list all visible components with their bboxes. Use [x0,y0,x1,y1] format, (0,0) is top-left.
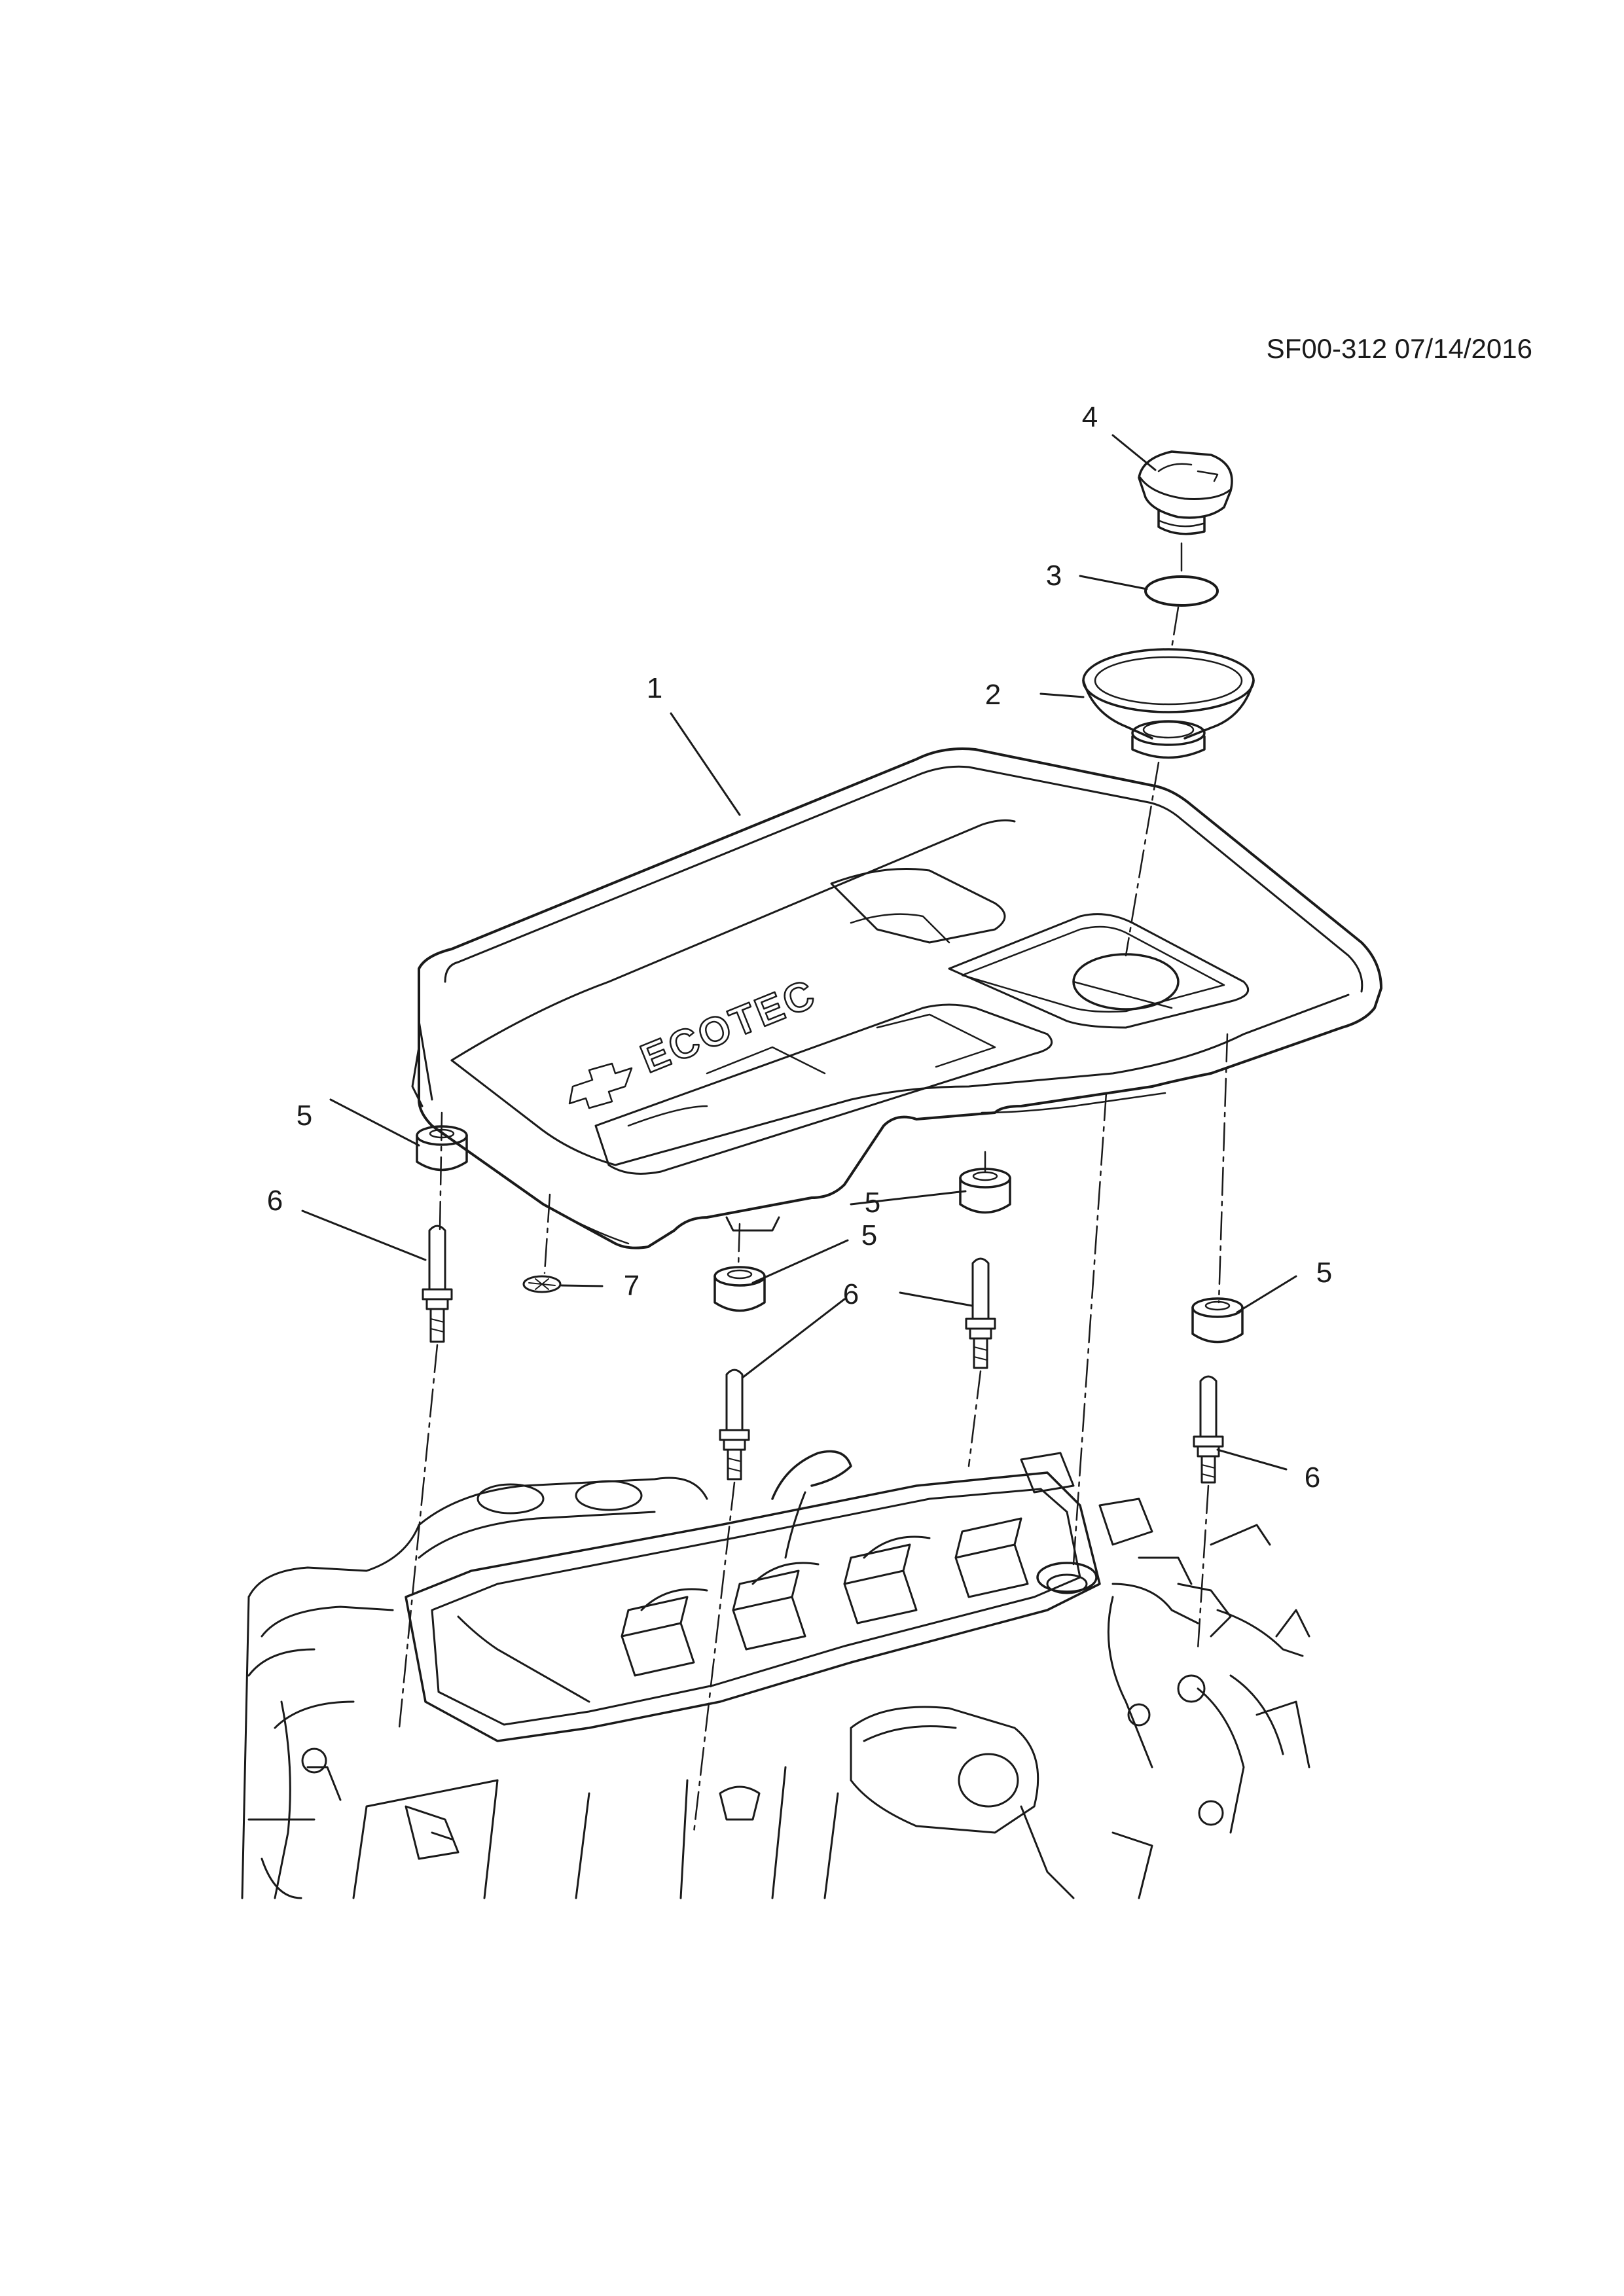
leader-1 [670,712,741,816]
leader-6c [899,1291,973,1307]
leader-5c [751,1239,849,1284]
stud-center-left [719,1369,750,1480]
leader-2 [1039,692,1085,698]
oil-filler-neck [1036,1562,1098,1593]
cover-emblem: ECOTEC [568,970,823,1109]
callout-7-clip: 7 [623,1270,640,1302]
callout-5-grommet-center-left: 5 [861,1219,878,1251]
callout-5-grommet-right: 5 [1316,1257,1333,1289]
leader-4 [1111,434,1157,471]
retaining-clip [522,1275,562,1293]
callout-6-stud-right: 6 [1304,1462,1321,1494]
oil-filler-cap [1138,450,1233,535]
leader-5d [1236,1275,1297,1314]
leader-6d [1216,1448,1288,1471]
grommet-center-right [959,1168,1011,1214]
grommet-center-left [713,1266,766,1312]
leader-5b [850,1190,967,1206]
callout-5-grommet-center-right: 5 [864,1187,881,1219]
callout-4-filler-cap: 4 [1081,401,1098,433]
callout-3-o-ring: 3 [1045,560,1062,592]
drawing-reference: SF00-312 07/14/2016 [1266,333,1532,364]
leader-lines [301,434,1297,1471]
leader-6b [741,1298,846,1379]
engine-block [241,1450,1310,1899]
callout-6-stud-left: 6 [266,1185,283,1217]
leader-6a [301,1210,427,1261]
stud-center-right [965,1257,996,1369]
ignition-coils [621,1517,1029,1677]
stud-right [1193,1375,1224,1484]
callout-5-grommet-left: 5 [296,1100,313,1132]
filler-seal-grommet [1082,648,1255,759]
callout-2-seal-grommet: 2 [984,679,1001,711]
engine-cover: ECOTEC [411,747,1382,1249]
cover-filler-opening [1072,953,1180,1011]
stud-left [422,1225,453,1343]
callout-1-engine-cover: 1 [646,672,663,704]
assembly-centerlines [398,542,1229,1834]
leader-3 [1079,575,1148,590]
leader-7 [560,1284,604,1287]
o-ring-seal [1144,575,1219,607]
dipstick-handle [771,1450,852,1500]
leader-5a [329,1098,420,1147]
callout-6-stud-center-left: 6 [842,1278,859,1310]
grommet-right [1191,1297,1244,1344]
